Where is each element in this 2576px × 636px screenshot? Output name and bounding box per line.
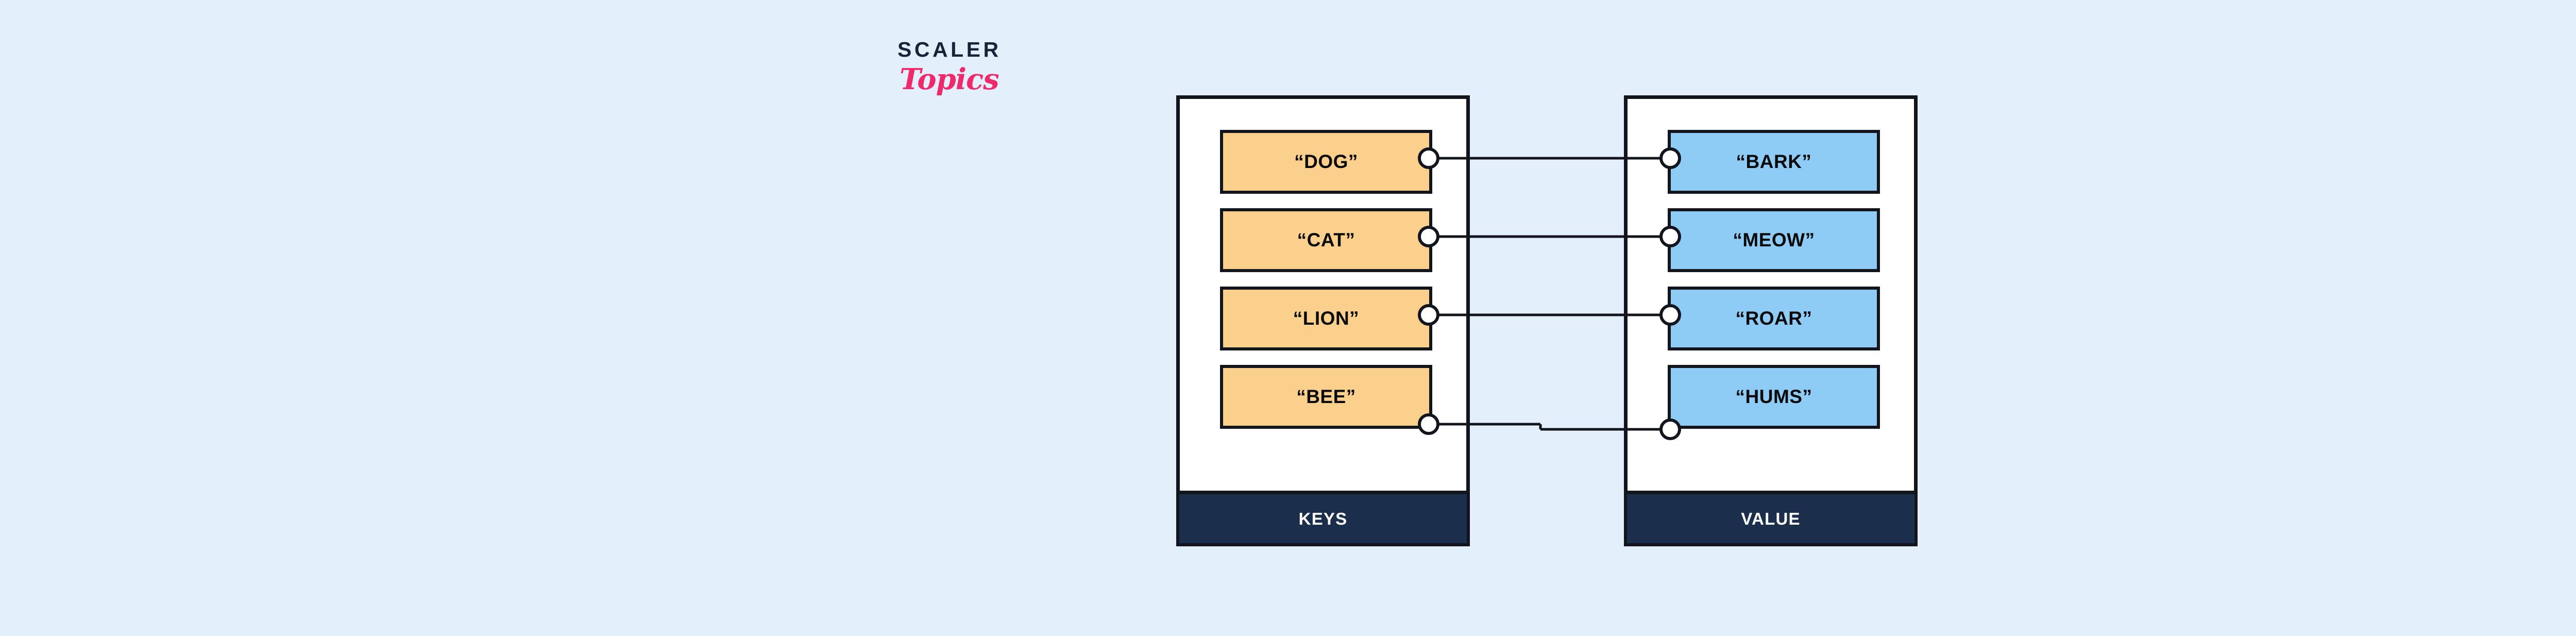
scaler-topics-logo: SCALER Topics [897, 39, 1052, 122]
value-box-hums[interactable]: “HUMS” [1668, 365, 1880, 429]
values-panel-footer: VALUE [1627, 491, 1914, 543]
key-box-bee[interactable]: “BEE” [1220, 365, 1432, 429]
value-box-roar[interactable]: “ROAR” [1668, 287, 1880, 350]
keys-panel: “DOG” “CAT” “LION” “BEE” KEYS [1176, 95, 1470, 546]
keys-panel-footer: KEYS [1179, 491, 1467, 543]
key-box-lion[interactable]: “LION” [1220, 287, 1432, 350]
logo-wordmark: SCALER [897, 38, 1002, 61]
logo-script-mark: Topics [900, 62, 999, 96]
value-box-meow[interactable]: “MEOW” [1668, 208, 1880, 272]
value-box-bark[interactable]: “BARK” [1668, 130, 1880, 194]
values-panel: “BARK” “MEOW” “ROAR” “HUMS” VALUE [1624, 95, 1918, 546]
key-box-dog[interactable]: “DOG” [1220, 130, 1432, 194]
key-box-cat[interactable]: “CAT” [1220, 208, 1432, 272]
